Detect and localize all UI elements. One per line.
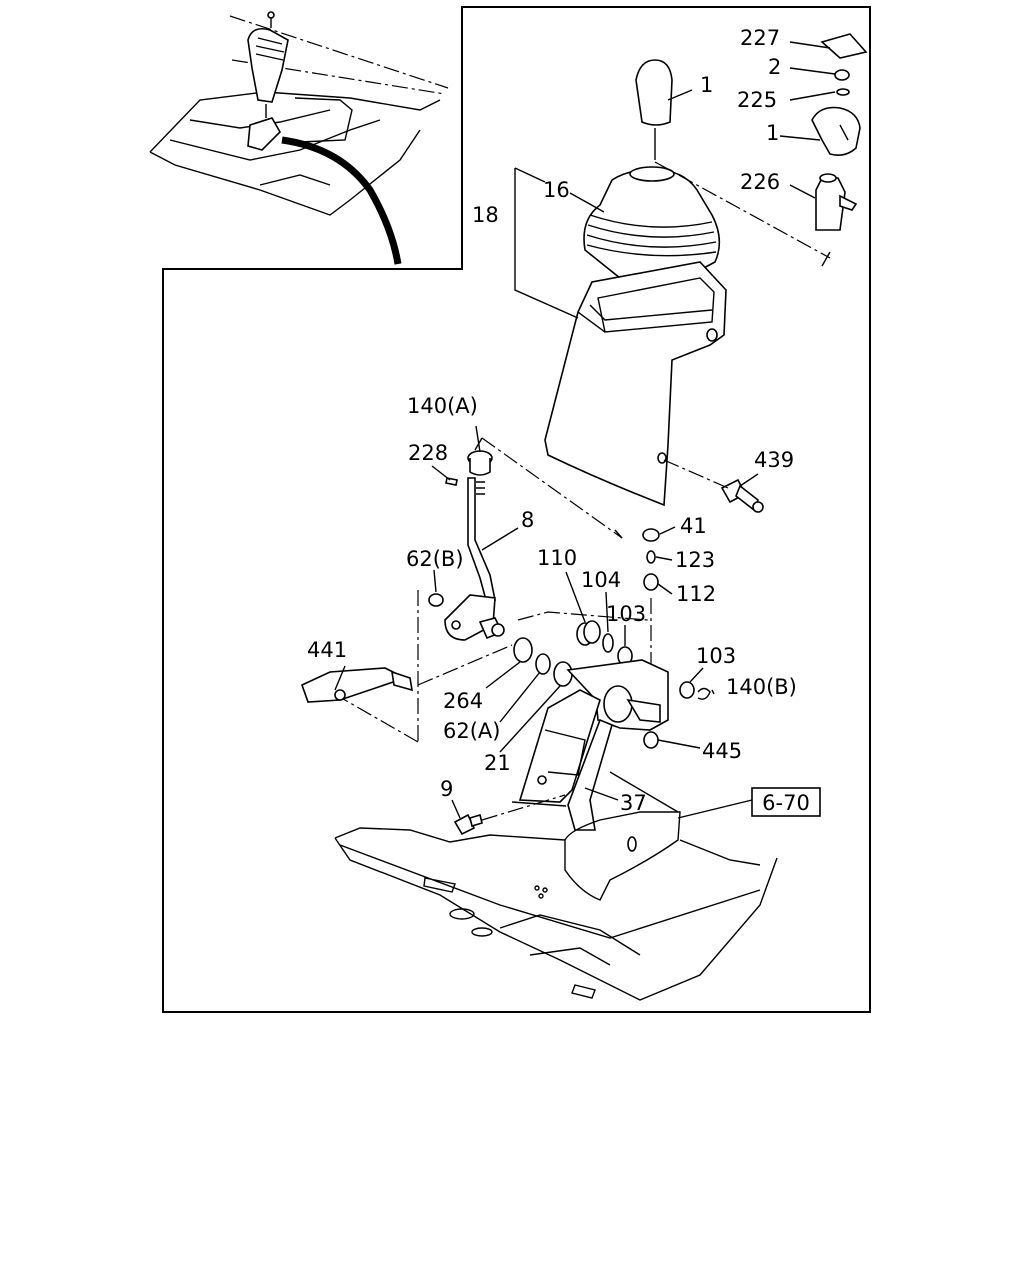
callout-441: 441	[307, 638, 347, 662]
callout-62a: 62(A)	[443, 719, 500, 743]
callout-8: 8	[521, 508, 534, 532]
bushing-21	[553, 661, 573, 687]
clip-140b	[697, 687, 711, 700]
inset-pointer-arrow	[281, 136, 402, 265]
bushing-123	[646, 550, 656, 564]
callout-104: 104	[581, 568, 621, 592]
shift-knob	[635, 59, 673, 126]
callout-18: 18	[472, 203, 499, 227]
nut-112	[643, 573, 659, 591]
callout-37: 37	[620, 791, 647, 815]
callout-2: 2	[768, 55, 781, 79]
diagram-frame	[162, 6, 871, 1013]
callout-225: 225	[737, 88, 777, 112]
callout-445: 445	[702, 739, 742, 763]
shift-lever-rod	[444, 450, 505, 641]
callout-103-upper: 103	[606, 602, 646, 626]
callout-226: 226	[740, 170, 780, 194]
callout-62b: 62(B)	[406, 547, 464, 571]
cap-227	[820, 33, 868, 59]
nut-62b	[428, 593, 444, 607]
callout-227: 227	[740, 26, 780, 50]
callout-140a: 140(A)	[407, 394, 478, 418]
bushing-110	[576, 620, 601, 646]
switch-226	[815, 173, 858, 231]
callout-21: 21	[484, 751, 511, 775]
nut-445	[643, 731, 659, 749]
washer-264	[513, 637, 533, 663]
small-knob	[811, 106, 861, 156]
console-housing	[544, 261, 727, 507]
callout-140b: 140(B)	[726, 675, 797, 699]
floor-pan	[334, 771, 778, 1001]
callout-103-lower: 103	[696, 644, 736, 668]
nut-2	[834, 69, 850, 81]
reference-box-label: 6-70	[762, 791, 810, 815]
callout-16: 16	[543, 178, 570, 202]
nut-41	[642, 528, 660, 542]
callout-1-small-knob: 1	[766, 121, 779, 145]
shift-boot	[583, 166, 721, 279]
reference-box	[751, 787, 821, 817]
callout-228: 228	[408, 441, 448, 465]
callout-112: 112	[676, 582, 716, 606]
washer-62a	[535, 653, 551, 675]
callout-123: 123	[675, 548, 715, 572]
callout-1-knob: 1	[700, 73, 713, 97]
bracket-441	[301, 667, 413, 703]
washer-225	[836, 88, 850, 96]
inset-overview	[149, 11, 449, 265]
callout-439: 439	[754, 448, 794, 472]
callout-41: 41	[680, 514, 707, 538]
callout-110: 110	[537, 546, 577, 570]
washer-104	[602, 633, 614, 653]
bolt-9	[453, 813, 483, 836]
bolt-439	[720, 478, 764, 513]
pivot-bracket	[511, 659, 669, 831]
callout-264: 264	[443, 689, 483, 713]
bushing-103-lower	[679, 681, 695, 699]
callout-9: 9	[440, 777, 453, 801]
